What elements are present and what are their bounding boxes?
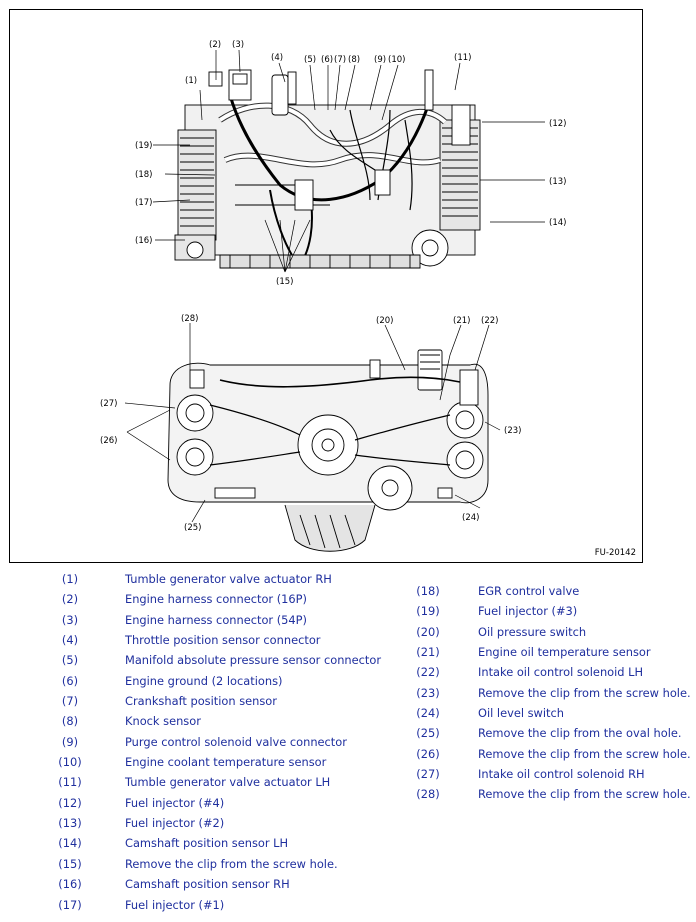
legend-label: Remove the clip from the oval hole. xyxy=(478,726,682,741)
callouts-bottom: (20) (21) (22) (23) (24) (25) (26) (27) … xyxy=(100,314,521,533)
legend-label: Purge control solenoid valve connector xyxy=(125,734,347,749)
engine-top-view xyxy=(174,69,481,269)
callout-1: (1) xyxy=(185,76,197,86)
callout-13: (13) xyxy=(549,177,566,187)
legend-label: Camshaft position sensor LH xyxy=(125,836,289,851)
legend-label: Crankshaft position sensor xyxy=(125,694,277,709)
callout-15: (15) xyxy=(276,277,293,287)
callout-18: (18) xyxy=(135,170,152,180)
legend-number: (23) xyxy=(416,685,440,700)
legend-number: (3) xyxy=(61,612,79,627)
legend-label: Remove the clip from the screw hole. xyxy=(478,685,691,700)
figure-id: FU-20142 xyxy=(594,548,636,558)
legend-label: Camshaft position sensor RH xyxy=(125,877,290,892)
legend-label: Remove the clip from the screw hole. xyxy=(478,746,691,761)
callout-25: (25) xyxy=(184,523,201,533)
legend-label: Engine coolant temperature sensor xyxy=(125,755,327,770)
engine-harness-diagram: (1) (2) (3) (4) (5) (6) (7) (8) (9) (10)… xyxy=(100,40,566,552)
legend-number: (15) xyxy=(58,856,82,871)
callout-4: (4) xyxy=(271,53,283,63)
legend-number: (5) xyxy=(61,653,79,668)
legend-number: (9) xyxy=(61,734,79,749)
legend-number: (6) xyxy=(61,673,79,688)
legend-label: Tumble generator valve actuator LH xyxy=(125,775,331,790)
legend-label: Remove the clip from the screw hole. xyxy=(125,856,338,871)
callout-9: (9) xyxy=(374,55,386,65)
callout-24: (24) xyxy=(462,513,479,523)
callout-14: (14) xyxy=(549,218,566,228)
callouts-top: (1) (2) (3) (4) (5) (6) (7) (8) (9) (10)… xyxy=(135,40,566,287)
legend-number: (4) xyxy=(61,633,79,648)
legend-number: (2) xyxy=(61,592,79,607)
legend-number: (13) xyxy=(58,816,82,831)
legend-label: Engine harness connector (16P) xyxy=(125,592,307,607)
legend-number: (1) xyxy=(61,572,79,586)
legend-label: Oil level switch xyxy=(478,706,564,721)
callout-10: (10) xyxy=(388,55,405,65)
legend-number: (11) xyxy=(58,775,82,790)
diagram-frame: (1) (2) (3) (4) (5) (6) (7) (8) (9) (10)… xyxy=(9,9,643,563)
callout-19: (19) xyxy=(135,141,152,151)
leader-lines-top xyxy=(152,49,545,273)
callout-5: (5) xyxy=(304,55,316,65)
legend-number: (24) xyxy=(416,706,440,721)
callout-21: (21) xyxy=(453,316,470,326)
legend-label: Remove the clip from the screw hole. xyxy=(478,787,691,802)
legend-number: (25) xyxy=(416,726,440,741)
legend-label: Fuel injector (#1) xyxy=(125,897,225,912)
legend-number: (26) xyxy=(416,746,440,761)
engine-front-view xyxy=(167,349,489,552)
legend-label: Fuel injector (#4) xyxy=(125,795,225,810)
legend-label: Engine oil temperature sensor xyxy=(478,645,651,660)
legend-number: (17) xyxy=(58,897,82,912)
legend-number: (18) xyxy=(416,584,440,598)
legend-label: Knock sensor xyxy=(125,714,201,729)
legend-number: (22) xyxy=(416,665,440,680)
callout-22: (22) xyxy=(481,316,498,326)
callout-16: (16) xyxy=(135,236,152,246)
legend-number: (12) xyxy=(58,795,82,810)
callout-3: (3) xyxy=(232,40,244,50)
callout-28: (28) xyxy=(181,314,198,324)
leader-lines-bottom xyxy=(124,323,501,523)
callout-26: (26) xyxy=(100,436,117,446)
callout-11: (11) xyxy=(454,53,471,63)
legend-number: (16) xyxy=(58,877,82,892)
legend-number: (27) xyxy=(416,767,440,782)
callout-6: (6) xyxy=(321,55,333,65)
legend-label: Engine ground (2 locations) xyxy=(125,673,283,688)
callout-23: (23) xyxy=(504,426,521,436)
legend-number: (20) xyxy=(416,624,440,639)
callout-27: (27) xyxy=(100,399,117,409)
callout-8: (8) xyxy=(348,55,360,65)
callout-7: (7) xyxy=(334,55,346,65)
legend-number: (19) xyxy=(416,604,440,619)
callout-17: (17) xyxy=(135,198,152,208)
callout-20: (20) xyxy=(376,316,393,326)
legend-label: Oil pressure switch xyxy=(478,624,587,639)
legend-label: Manifold absolute pressure sensor connec… xyxy=(125,653,382,668)
legend-label: Tumble generator valve actuator RH xyxy=(125,572,332,586)
legend-label: Fuel injector (#2) xyxy=(125,816,225,831)
legend-number: (8) xyxy=(61,714,79,729)
legend-number: (7) xyxy=(61,694,79,709)
legend-label: Intake oil control solenoid LH xyxy=(478,665,644,680)
legend-label: Engine harness connector (54P) xyxy=(125,612,307,627)
callout-12: (12) xyxy=(549,119,566,129)
legend-number: (14) xyxy=(58,836,82,851)
legend-label: Throttle position sensor connector xyxy=(125,633,321,648)
legend-number: (10) xyxy=(58,755,82,770)
legend-label: EGR control valve xyxy=(478,584,580,598)
callout-2: (2) xyxy=(209,40,221,50)
legend-label: Fuel injector (#3) xyxy=(478,604,578,619)
legend-number: (21) xyxy=(416,645,440,660)
legend-label: Intake oil control solenoid RH xyxy=(478,767,645,782)
legend-number: (28) xyxy=(416,787,440,802)
